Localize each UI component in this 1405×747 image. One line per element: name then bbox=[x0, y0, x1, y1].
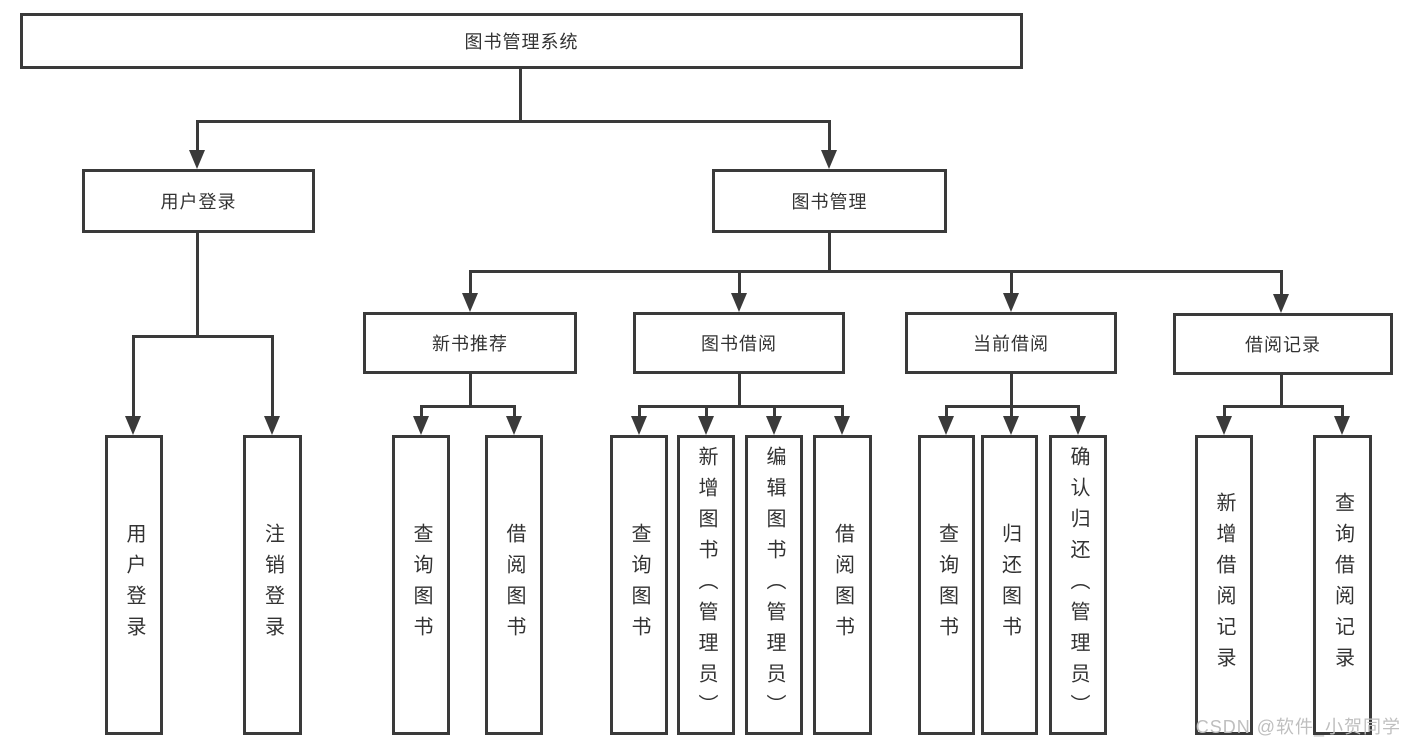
arrow-down-icon bbox=[1334, 416, 1350, 435]
node-root: 图书管理系统 bbox=[20, 13, 1023, 69]
leaf-query-books-borrowing: 查询图书 bbox=[610, 435, 668, 735]
node-book-management-label: 图书管理 bbox=[791, 192, 868, 212]
connector-line bbox=[195, 121, 199, 150]
leaf-logout-label: 注销登录 bbox=[261, 523, 284, 647]
arrow-down-icon bbox=[1003, 416, 1019, 435]
connector-line bbox=[637, 404, 844, 408]
leaf-query-books-recommend: 查询图书 bbox=[392, 435, 450, 735]
connector-line bbox=[518, 68, 522, 121]
leaf-query-books-current-label: 查询图书 bbox=[935, 523, 958, 647]
arrow-down-icon bbox=[698, 416, 714, 435]
arrow-down-icon bbox=[1070, 416, 1086, 435]
arrow-down-icon bbox=[631, 416, 647, 435]
connector-line bbox=[419, 406, 423, 416]
node-book-management: 图书管理 bbox=[712, 169, 947, 233]
leaf-borrow-books-recommend-label: 借阅图书 bbox=[503, 523, 525, 647]
node-book-borrowing-label: 图书借阅 bbox=[701, 334, 777, 354]
node-current-borrowing: 当前借阅 bbox=[905, 312, 1117, 374]
leaf-borrow-books-recommend: 借阅图书 bbox=[485, 435, 543, 735]
leaf-query-books-borrowing-label: 查询图书 bbox=[628, 523, 650, 647]
arrow-down-icon bbox=[938, 416, 954, 435]
connector-line bbox=[468, 271, 472, 293]
leaf-logout: 注销登录 bbox=[243, 435, 302, 735]
arrow-down-icon bbox=[834, 416, 850, 435]
connector-line bbox=[1009, 374, 1013, 406]
watermark: CSDN @软件_小贺同学 bbox=[1195, 717, 1401, 737]
leaf-query-books-current: 查询图书 bbox=[918, 435, 975, 735]
node-root-label: 图书管理系统 bbox=[464, 32, 579, 52]
connector-line bbox=[1222, 406, 1226, 416]
arrow-down-icon bbox=[766, 416, 782, 435]
connector-line bbox=[840, 406, 844, 416]
connector-line bbox=[827, 121, 831, 150]
connector-line bbox=[1076, 406, 1080, 416]
leaf-add-books-admin: 新增图书（管理员） bbox=[677, 435, 735, 735]
node-current-borrowing-label: 当前借阅 bbox=[973, 334, 1049, 354]
leaf-confirm-return-admin-label: 确认归还（管理员） bbox=[1067, 445, 1089, 725]
node-borrowing-records: 借阅记录 bbox=[1173, 313, 1393, 375]
node-user-login: 用户登录 bbox=[82, 169, 315, 233]
arrow-down-icon bbox=[189, 150, 205, 169]
arrow-down-icon bbox=[821, 150, 837, 169]
arrow-down-icon bbox=[1216, 416, 1232, 435]
leaf-add-borrow-record: 新增借阅记录 bbox=[1195, 435, 1253, 735]
node-user-login-label: 用户登录 bbox=[160, 192, 237, 212]
node-new-book-recommendation-label: 新书推荐 bbox=[432, 334, 508, 354]
arrow-down-icon bbox=[506, 416, 522, 435]
arrow-down-icon bbox=[731, 293, 747, 312]
node-new-book-recommendation: 新书推荐 bbox=[363, 312, 577, 374]
node-borrowing-records-label: 借阅记录 bbox=[1245, 335, 1321, 355]
connector-line bbox=[512, 406, 516, 416]
connector-line bbox=[468, 269, 1283, 273]
connector-line bbox=[1279, 271, 1283, 294]
leaf-add-books-admin-label: 新增图书（管理员） bbox=[695, 445, 717, 725]
connector-line bbox=[131, 334, 274, 338]
connector-line bbox=[827, 233, 831, 271]
arrow-down-icon bbox=[1273, 294, 1289, 313]
leaf-borrow-books-borrowing: 借阅图书 bbox=[813, 435, 872, 735]
connector-line bbox=[195, 233, 199, 336]
arrow-down-icon bbox=[413, 416, 429, 435]
leaf-query-books-recommend-label: 查询图书 bbox=[410, 523, 432, 647]
arrow-down-icon bbox=[462, 293, 478, 312]
connector-line bbox=[419, 404, 516, 408]
arrow-down-icon bbox=[125, 416, 141, 435]
connector-line bbox=[468, 374, 472, 406]
leaf-return-books: 归还图书 bbox=[981, 435, 1038, 735]
connector-line bbox=[270, 336, 274, 416]
leaf-user-login-label: 用户登录 bbox=[123, 523, 145, 647]
leaf-add-borrow-record-label: 新增借阅记录 bbox=[1213, 492, 1235, 678]
leaf-edit-books-admin-label: 编辑图书（管理员） bbox=[763, 445, 785, 725]
node-book-borrowing: 图书借阅 bbox=[633, 312, 845, 374]
connector-line bbox=[195, 119, 831, 123]
connector-line bbox=[704, 406, 708, 416]
connector-line bbox=[772, 406, 776, 416]
leaf-user-login: 用户登录 bbox=[105, 435, 163, 735]
connector-line bbox=[944, 406, 948, 416]
leaf-query-borrow-record-label: 查询借阅记录 bbox=[1331, 492, 1354, 678]
leaf-borrow-books-borrowing-label: 借阅图书 bbox=[831, 523, 854, 647]
connector-line bbox=[1279, 375, 1283, 406]
connector-line bbox=[1340, 406, 1344, 416]
arrow-down-icon bbox=[1003, 293, 1019, 312]
leaf-confirm-return-admin: 确认归还（管理员） bbox=[1049, 435, 1107, 735]
connector-line bbox=[1009, 406, 1013, 416]
connector-line bbox=[1009, 271, 1013, 293]
leaf-query-borrow-record: 查询借阅记录 bbox=[1313, 435, 1372, 735]
connector-line bbox=[737, 271, 741, 293]
leaf-return-books-label: 归还图书 bbox=[998, 523, 1021, 647]
connector-line bbox=[131, 336, 135, 416]
arrow-down-icon bbox=[264, 416, 280, 435]
connector-line bbox=[737, 374, 741, 406]
connector-line bbox=[1222, 404, 1344, 408]
leaf-edit-books-admin: 编辑图书（管理员） bbox=[745, 435, 803, 735]
connector-line bbox=[637, 406, 641, 416]
